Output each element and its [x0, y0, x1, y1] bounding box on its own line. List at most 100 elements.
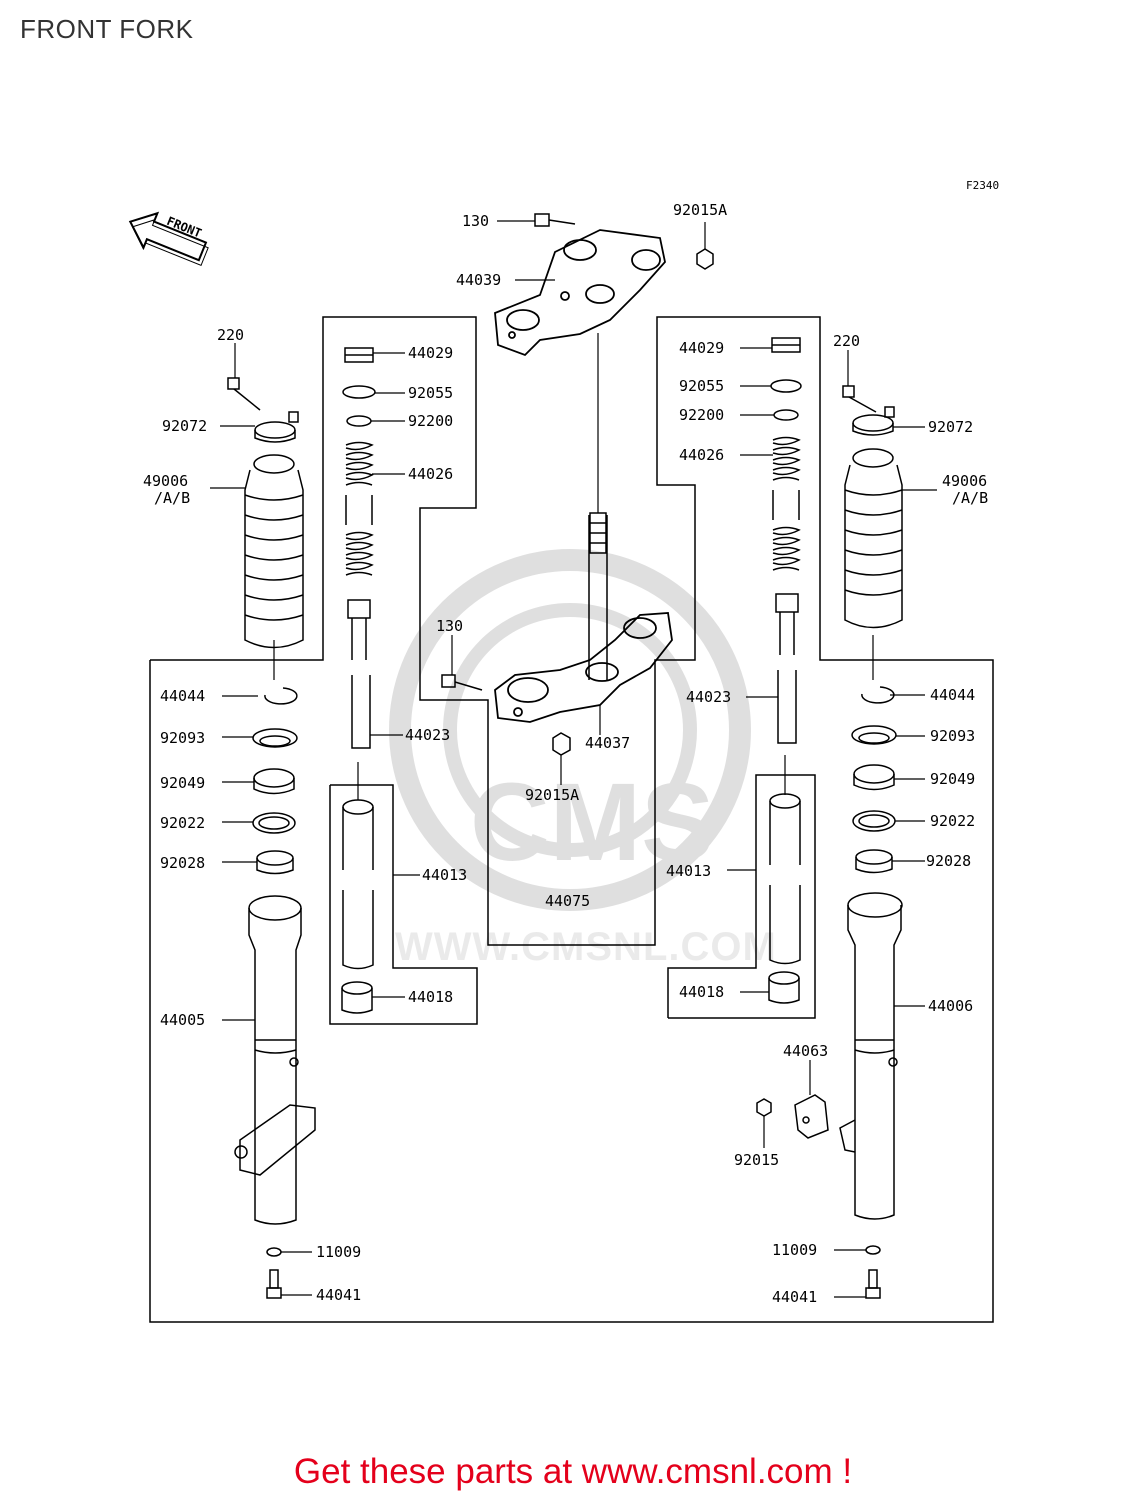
cms-watermark-logo: CMS: [389, 549, 751, 911]
damper-rod-44023-left: [347, 599, 371, 749]
page-title: FRONT FORK: [20, 14, 194, 44]
label-11009-right: 11009: [772, 1241, 817, 1259]
caliper-bracket-44063: [794, 1094, 829, 1139]
label-44039: 44039: [456, 271, 501, 289]
label-92015A-top: 92015A: [673, 201, 727, 219]
label-130-mid: 130: [436, 617, 463, 635]
outer-tube-44006: [839, 892, 903, 1220]
label-49006-right: 49006: [942, 472, 987, 490]
label-92093-right: 92093: [930, 727, 975, 745]
label-44018-left: 44018: [408, 988, 453, 1006]
circlip-44044-right: [861, 686, 895, 704]
label-44013-left: 44013: [422, 866, 467, 884]
figure-code: F2340: [966, 179, 999, 192]
clamp-92072-left: [254, 411, 299, 443]
label-44041-left: 44041: [316, 1286, 361, 1304]
label-92022-left: 92022: [160, 814, 205, 832]
bushing-92028-right: [855, 849, 893, 874]
fork-cap-44029-right: [771, 337, 801, 353]
label-49006-left-sub: /A/B: [154, 489, 190, 507]
label-92055-right: 92055: [679, 377, 724, 395]
label-44029-left: 44029: [408, 344, 453, 362]
label-92015: 92015: [734, 1151, 779, 1169]
front-arrow-icon: [128, 211, 209, 267]
label-44006: 44006: [928, 997, 973, 1015]
steering-stem: [588, 512, 608, 680]
label-92022-right: 92022: [930, 812, 975, 830]
label-44063: 44063: [783, 1042, 828, 1060]
nut-92015A-top: [696, 248, 714, 270]
watermark-url: WWW.CMSNL.COM: [395, 925, 777, 969]
inner-tube-44013-right: [769, 793, 801, 965]
label-92049-left: 92049: [160, 774, 205, 792]
label-44018-right: 44018: [679, 983, 724, 1001]
label-44044-right: 44044: [930, 686, 975, 704]
leader-lines: [210, 220, 937, 1298]
seal-92049-right: [853, 764, 895, 791]
call-to-action-link[interactable]: Get these parts at www.cmsnl.com !: [293, 1452, 853, 1491]
fork-cap-44029-left: [344, 347, 374, 363]
spring-44026-left: [345, 441, 374, 576]
circlip-44044-left: [264, 687, 298, 705]
damper-rod-44023-right: [775, 593, 799, 744]
front-arrow-label: FRONT: [165, 214, 204, 241]
spring-44026-right: [772, 436, 801, 571]
bolt-220-right: [842, 385, 877, 413]
label-49006-right-sub: /A/B: [952, 489, 988, 507]
slide-bush-44018-left: [341, 981, 373, 1014]
svg-text:CMS: CMS: [470, 761, 714, 884]
washer-11009-left: [266, 1247, 282, 1257]
spacer-92200-right: [773, 409, 799, 421]
oil-seal-92093-right: [851, 725, 897, 745]
bushing-92028-left: [256, 850, 294, 875]
label-92028-left: 92028: [160, 854, 205, 872]
label-92072-right: 92072: [928, 418, 973, 436]
label-92200-left: 92200: [408, 412, 453, 430]
lower-triple-clamp: [494, 612, 673, 723]
nut-92015: [756, 1098, 772, 1117]
label-92015A-mid: 92015A: [525, 786, 579, 804]
seal-92049-left: [253, 768, 295, 795]
bolt-44041-right: [865, 1269, 881, 1299]
label-92093-left: 92093: [160, 729, 205, 747]
upper-triple-clamp: [494, 229, 666, 357]
label-130-top: 130: [462, 212, 489, 230]
label-44023-right: 44023: [686, 688, 731, 706]
washer-92022-right: [852, 810, 896, 832]
outer-tube-44005: [234, 895, 316, 1225]
o-ring-92055-left: [342, 385, 376, 399]
spacer-92200-left: [346, 415, 372, 427]
label-92200-right: 92200: [679, 406, 724, 424]
bolt-130-mid: [441, 674, 483, 691]
label-44037: 44037: [585, 734, 630, 752]
inner-tube-44013-left: [342, 799, 374, 970]
group-frame-left-damper: [329, 784, 478, 1025]
label-44075: 44075: [545, 892, 590, 910]
washer-11009-right: [865, 1245, 881, 1255]
bolt-44041-left: [266, 1269, 282, 1299]
label-92028-right: 92028: [926, 852, 971, 870]
dust-boot-left: [244, 454, 304, 649]
label-92055-left: 92055: [408, 384, 453, 402]
slide-bush-44018-right: [768, 971, 800, 1004]
label-44013-right: 44013: [666, 862, 711, 880]
bolt-220-left: [227, 377, 261, 411]
label-11009-left: 11009: [316, 1243, 361, 1261]
dust-boot-right: [844, 448, 903, 629]
label-92049-right: 92049: [930, 770, 975, 788]
label-44044-left: 44044: [160, 687, 205, 705]
label-44005: 44005: [160, 1011, 205, 1029]
washer-92022-left: [252, 812, 296, 834]
label-44029-right: 44029: [679, 339, 724, 357]
bolt-130-top: [534, 213, 576, 227]
nut-92015A-mid: [552, 732, 571, 756]
group-frame-right-damper: [667, 774, 816, 1019]
label-49006-left: 49006: [143, 472, 188, 490]
label-44026-left: 44026: [408, 465, 453, 483]
clamp-92072-right: [852, 406, 895, 436]
label-92072-left: 92072: [162, 417, 207, 435]
oil-seal-92093-left: [252, 728, 298, 748]
o-ring-92055-right: [770, 379, 802, 393]
label-220-right: 220: [833, 332, 860, 350]
